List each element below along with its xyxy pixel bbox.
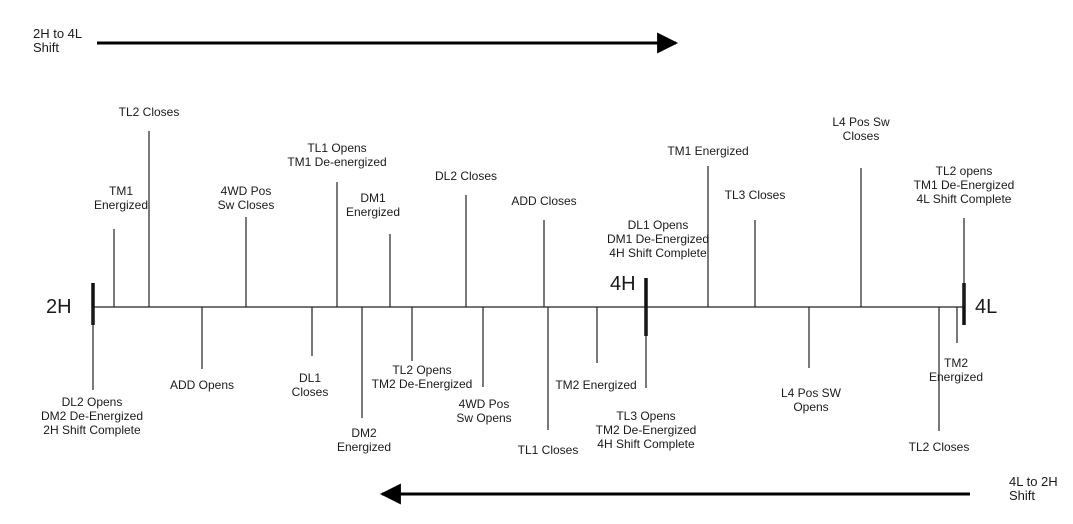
event-tm2-energized-1: TM2 Energized: [555, 378, 636, 392]
timeline-axis: 2H 4H 4L: [46, 273, 997, 336]
state-4h-label: 4H: [610, 273, 636, 295]
event-4wd-pos-sw-opens-line: 4WD Pos: [459, 397, 510, 411]
event-dl2-opens-2h-complete-line: 2H Shift Complete: [43, 423, 141, 437]
event-dm2-energized-line: Energized: [337, 440, 391, 454]
event-dl1-closes-line: Closes: [292, 385, 329, 399]
state-4l-label: 4L: [975, 296, 997, 318]
event-dl2-closes-line: DL2 Closes: [435, 169, 497, 183]
event-tl2-closes-1: TL2 Closes: [119, 105, 180, 119]
event-tl1-opens-tm1-deenergized-line: TM1 De-energized: [287, 155, 386, 169]
event-tm1-energized-2: TM1 Energized: [667, 144, 748, 158]
event-tl3-closes: TL3 Closes: [725, 188, 786, 202]
event-tl3-opens-4h-complete-line: 4H Shift Complete: [597, 437, 695, 451]
event-add-opens: ADD Opens: [170, 378, 234, 392]
event-tl2-closes-2-line: TL2 Closes: [909, 440, 970, 454]
event-tl2-closes-1-line: TL2 Closes: [119, 105, 180, 119]
event-tl2-opens-4l-complete-line: TM1 De-Energized: [914, 178, 1015, 192]
event-tm1-energized-1-line: TM1: [109, 184, 133, 198]
event-l4-pos-sw-closes-line: Closes: [843, 129, 880, 143]
event-tm1-energized-2-line: TM1 Energized: [667, 144, 748, 158]
event-add-closes: ADD Closes: [511, 194, 576, 208]
event-4wd-pos-sw-closes-line: Sw Closes: [218, 198, 275, 212]
event-4wd-pos-sw-closes-line: 4WD Pos: [221, 184, 272, 198]
event-dm2-energized-line: DM2: [351, 426, 377, 440]
forward-shift-label-line: Shift: [33, 40, 59, 55]
event-tl2-opens-tm2-deenergized-line: TM2 De-Energized: [372, 377, 473, 391]
event-l4-pos-sw-opens-line: Opens: [793, 400, 828, 414]
event-tl2-opens-4l-complete-line: TL2 opens: [936, 164, 993, 178]
event-dl1-opens-4h-complete-line: DL1 Opens: [628, 218, 689, 232]
event-dl2-opens-2h-complete-line: DM2 De-Energized: [41, 409, 143, 423]
event-l4-pos-sw-closes-line: L4 Pos Sw: [832, 115, 890, 129]
event-tl3-opens-4h-complete-line: TM2 De-Energized: [596, 423, 697, 437]
event-tm1-energized-1-line: Energized: [94, 198, 148, 212]
forward-shift-label-line: 2H to 4L: [33, 26, 82, 41]
event-4wd-pos-sw-opens-line: Sw Opens: [456, 411, 511, 425]
event-dl1-opens-4h-complete-line: DM1 De-Energized: [607, 232, 709, 246]
event-tl2-closes-2: TL2 Closes: [909, 440, 970, 454]
event-l4-pos-sw-opens-line: L4 Pos SW: [781, 386, 842, 400]
event-tl3-opens-4h-complete-line: TL3 Opens: [616, 409, 675, 423]
reverse-shift-label-line: Shift: [1009, 488, 1035, 503]
event-ticks: [92, 131, 965, 431]
event-add-closes-line: ADD Closes: [511, 194, 576, 208]
event-tm2-energized-2-line: TM2: [944, 356, 968, 370]
event-dm1-energized-line: Energized: [346, 205, 400, 219]
event-dl2-closes: DL2 Closes: [435, 169, 497, 183]
event-tl1-closes-line: TL1 Closes: [518, 443, 579, 457]
event-tl3-closes-line: TL3 Closes: [725, 188, 786, 202]
event-dl2-opens-2h-complete-line: DL2 Opens: [62, 395, 123, 409]
event-tm2-energized-1-line: TM2 Energized: [555, 378, 636, 392]
event-tl1-opens-tm1-deenergized-line: TL1 Opens: [307, 141, 366, 155]
reverse-shift-label-line: 4L to 2H: [1009, 474, 1058, 489]
event-dl1-opens-4h-complete-line: 4H Shift Complete: [609, 246, 707, 260]
event-tl2-opens-4l-complete-line: 4L Shift Complete: [917, 192, 1012, 206]
event-tl1-closes: TL1 Closes: [518, 443, 579, 457]
event-add-opens-line: ADD Opens: [170, 378, 234, 392]
event-dl1-closes-line: DL1: [299, 371, 321, 385]
event-tm2-energized-2-line: Energized: [929, 370, 983, 384]
event-dm1-energized-line: DM1: [360, 191, 386, 205]
state-2h-label: 2H: [46, 296, 72, 318]
event-tl2-opens-tm2-deenergized-line: TL2 Opens: [392, 363, 451, 377]
